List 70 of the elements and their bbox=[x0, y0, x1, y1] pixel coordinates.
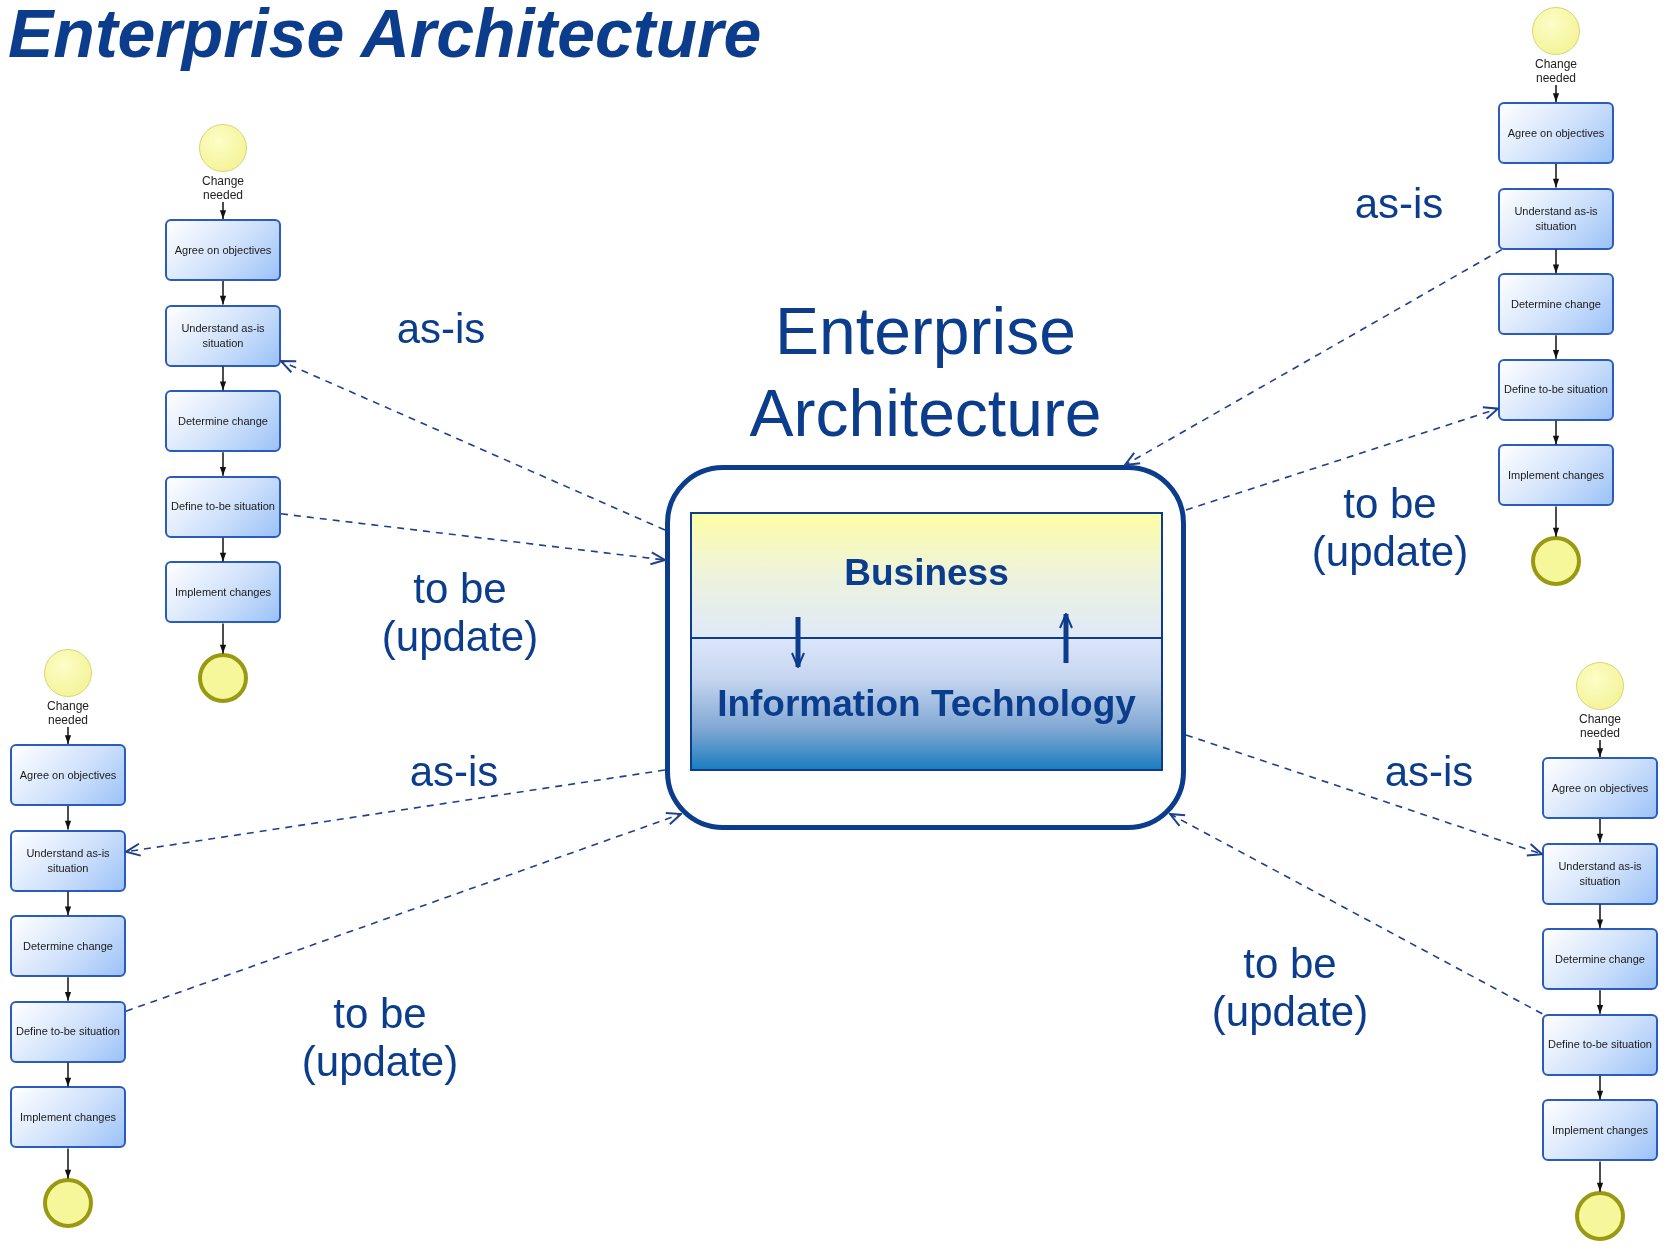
arrow bbox=[791, 617, 805, 668]
step-label: Understand as-is situation bbox=[1557, 858, 1643, 889]
edge-label: as-is bbox=[395, 305, 487, 353]
arrow bbox=[1059, 613, 1073, 663]
arrow bbox=[1552, 163, 1560, 189]
step-label: Define to-be situation bbox=[16, 1024, 120, 1040]
arrow bbox=[64, 805, 72, 831]
step-label: Determine change bbox=[1511, 296, 1601, 312]
dashed-arrow bbox=[1185, 734, 1543, 857]
arrow bbox=[64, 1062, 72, 1088]
edge-label: as-is bbox=[1353, 180, 1445, 228]
arrow bbox=[219, 451, 227, 477]
edge-label: as-is bbox=[408, 748, 500, 796]
frame-heading: Enterprise Architecture bbox=[748, 293, 1103, 452]
dashed-arrow bbox=[280, 513, 666, 566]
step-label: Implement changes bbox=[20, 1109, 116, 1125]
edge-label: to be (update) bbox=[1210, 940, 1370, 1036]
step-label: Determine change bbox=[178, 413, 268, 429]
edge-label: to be (update) bbox=[300, 990, 460, 1086]
step-label: Understand as-is situation bbox=[1513, 203, 1599, 234]
layer-label: Business bbox=[844, 552, 1009, 594]
step-label: Define to-be situation bbox=[1548, 1037, 1652, 1053]
step-label: Determine change bbox=[23, 938, 113, 954]
arrow bbox=[1596, 739, 1604, 758]
event-label: Change needed bbox=[1577, 712, 1622, 740]
step-label: Agree on objectives bbox=[19, 767, 117, 783]
arrow bbox=[1596, 1075, 1604, 1101]
step-label: Define to-be situation bbox=[1504, 382, 1608, 398]
step-label: Implement changes bbox=[1508, 467, 1604, 483]
arrow bbox=[219, 280, 227, 306]
event-label: Change needed bbox=[200, 174, 245, 202]
step-label: Agree on objectives bbox=[174, 242, 272, 258]
arrow bbox=[1552, 420, 1560, 446]
dashed-arrow bbox=[1185, 406, 1499, 511]
arrow bbox=[64, 890, 72, 916]
arrow bbox=[219, 201, 227, 220]
step-label: Implement changes bbox=[175, 584, 271, 600]
arrow bbox=[1596, 903, 1604, 929]
step-label: Agree on objectives bbox=[1507, 125, 1605, 141]
step-label: Implement changes bbox=[1552, 1122, 1648, 1138]
event-label: Change needed bbox=[45, 699, 90, 727]
step-label: Define to-be situation bbox=[171, 499, 275, 515]
layer-label: Information Technology bbox=[717, 683, 1136, 725]
edge-label: as-is bbox=[1383, 748, 1475, 796]
step-label: Understand as-is situation bbox=[180, 320, 266, 351]
event-label: Change needed bbox=[1533, 57, 1578, 85]
arrow bbox=[1596, 989, 1604, 1015]
dashed-arrow bbox=[280, 360, 666, 531]
arrow bbox=[219, 537, 227, 563]
arrow bbox=[64, 726, 72, 745]
step-label: Understand as-is situation bbox=[25, 845, 111, 876]
dashed-arrow bbox=[1169, 813, 1544, 1015]
arrow bbox=[219, 622, 227, 655]
edge-label: to be (update) bbox=[1310, 480, 1470, 576]
arrow bbox=[219, 365, 227, 391]
arrow bbox=[1552, 334, 1560, 360]
arrow bbox=[1552, 505, 1560, 538]
arrow bbox=[1552, 248, 1560, 274]
arrow bbox=[1552, 84, 1560, 103]
arrow bbox=[1596, 1160, 1604, 1193]
dashed-arrow bbox=[125, 769, 666, 857]
page-title: Enterprise Architecture bbox=[8, 0, 762, 71]
arrow bbox=[1596, 818, 1604, 844]
edge-label: to be (update) bbox=[380, 565, 540, 661]
arrow bbox=[64, 1147, 72, 1180]
arrow bbox=[64, 976, 72, 1002]
dashed-arrow bbox=[1124, 248, 1503, 466]
step-label: Determine change bbox=[1555, 951, 1645, 967]
dashed-arrow bbox=[125, 812, 682, 1012]
step-label: Agree on objectives bbox=[1551, 780, 1649, 796]
